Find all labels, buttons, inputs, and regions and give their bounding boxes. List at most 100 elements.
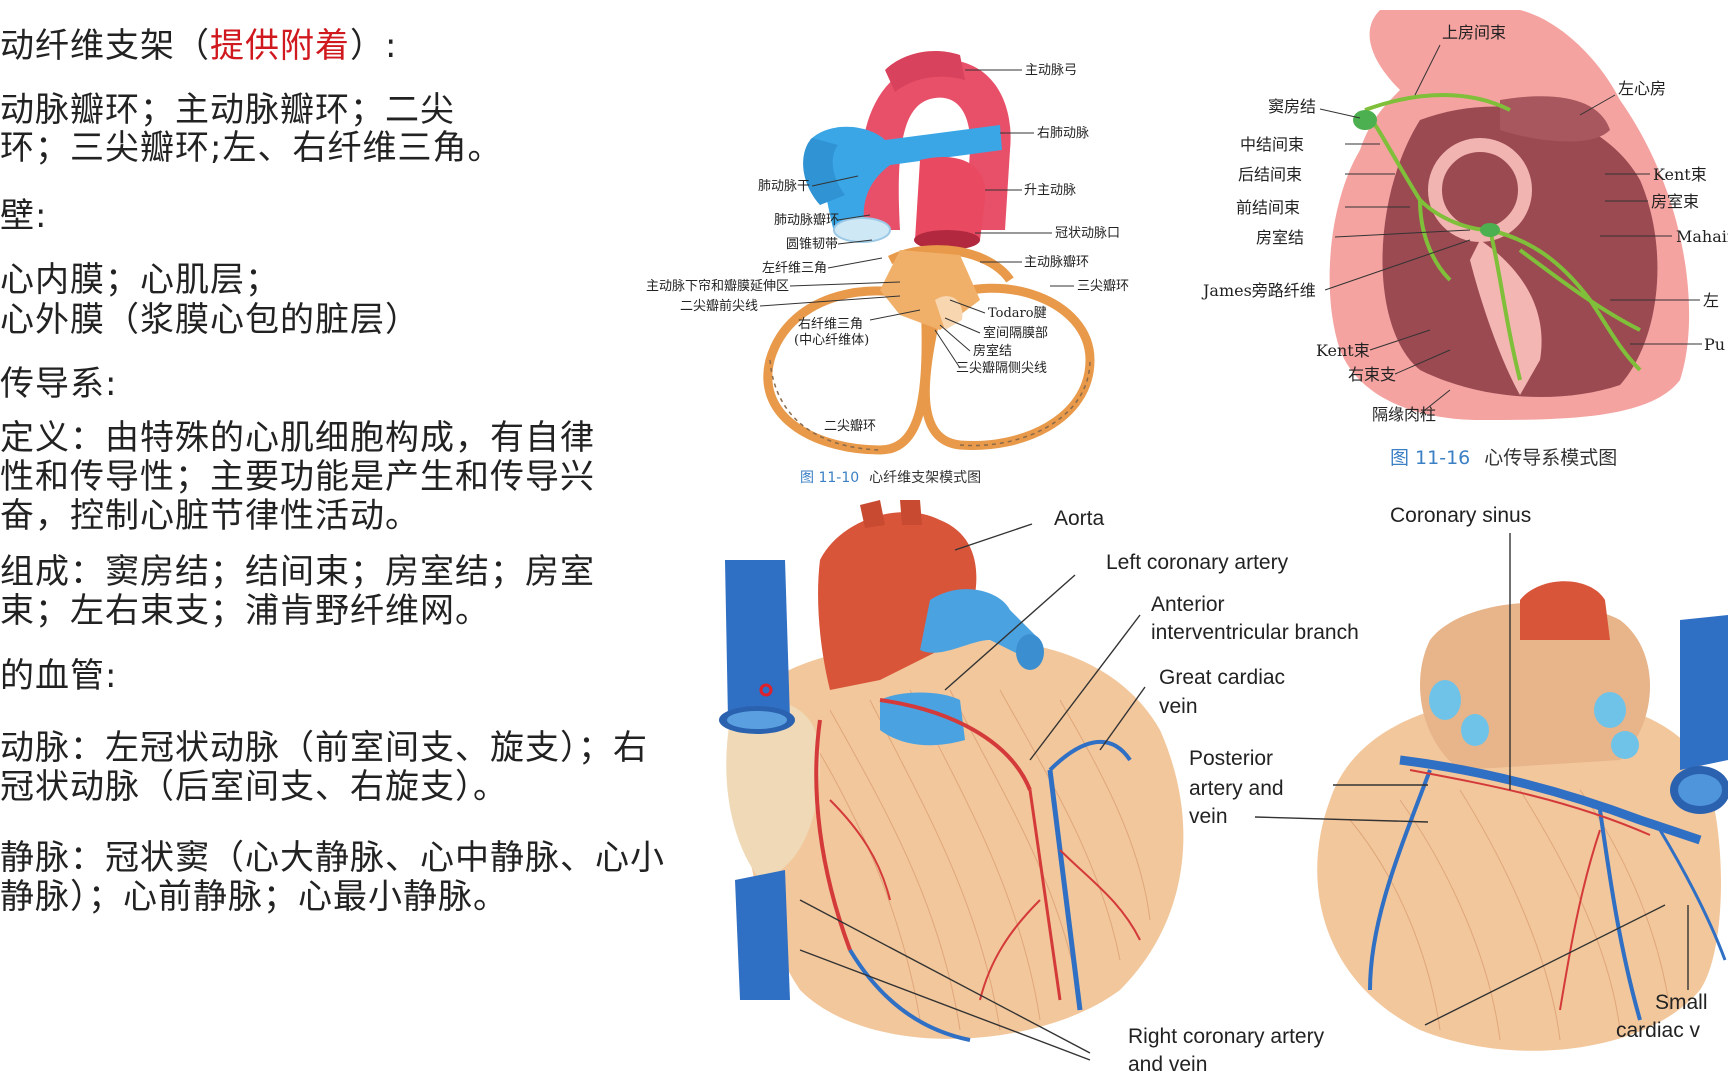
text-line-9: 性和传导性；主要功能是产生和传导兴 <box>0 457 595 497</box>
label-mitral-annulus: 二尖瓣环 <box>824 419 876 434</box>
aorta-branch-1 <box>860 500 885 528</box>
aortic-arch-shade <box>885 50 965 92</box>
svc-lumen <box>727 711 787 729</box>
posterior-svc <box>1680 615 1728 770</box>
label-sa-node: 窦房结 <box>1268 97 1316 116</box>
label-mitral-anterior-line: 二尖瓣前尖线 <box>680 298 758 314</box>
label-posterior: Posterior <box>1189 747 1273 770</box>
label-coronary-sinus: Coronary sinus <box>1390 504 1531 527</box>
fig1-caption-number: 图 11-10 <box>800 470 859 486</box>
text-line-12: 束；左右束支；浦肯野纤维网。 <box>0 591 490 631</box>
fibrous-trigones <box>880 250 980 330</box>
fig2-caption: 图 11-16 心传导系模式图 <box>1390 447 1617 469</box>
label-anterior: Anterior <box>1151 593 1225 616</box>
valve-cusp-lines <box>769 359 1091 451</box>
label-posterior-vein: vein <box>1189 805 1228 828</box>
label-left-atrium: 左心房 <box>1618 79 1666 98</box>
anterior-heart-body <box>743 640 1184 1039</box>
label-septomarginal-trabecula: 隔缘肉柱 <box>1372 405 1436 424</box>
label-left-fibrous-trigone: 左纤维三角 <box>762 261 827 276</box>
label-right-fibrous-trigone: 右纤维三角 <box>798 317 863 332</box>
coronary-vessels-figure: Aorta Left coronary artery Anterior inte… <box>719 500 1728 1076</box>
fig2-caption-text: 心传导系模式图 <box>1484 447 1617 469</box>
label-mahaim: Mahaim <box>1676 227 1728 246</box>
text-line-6: 心外膜（浆膜心包的脏层） <box>0 300 420 340</box>
superior-vena-cava <box>725 560 790 720</box>
label-tricuspid-annulus: 三尖瓣环 <box>1077 279 1129 294</box>
label-small-cardiac-vein: cardiac v <box>1616 1019 1701 1042</box>
label-av-node-2: 房室结 <box>1256 228 1304 247</box>
label-av-node: 房室结 <box>973 343 1012 359</box>
fig1-caption-text: 心纤维支架模式图 <box>869 470 981 486</box>
fig1-leader-lines <box>759 69 1074 369</box>
fossa-ovalis <box>1428 138 1532 242</box>
conduction-system-figure: 上房间束 左心房 窦房结 中结间束 后结间束 前结间束 房室结 James旁路纤… <box>1201 10 1728 469</box>
text-line-11: 组成：窦房结；结间束；房室结；房室 <box>0 552 595 592</box>
highlight-text: 提供附着 <box>210 26 350 66</box>
label-conus-ligament: 圆锥韧带 <box>786 237 838 252</box>
label-kent-bundle-left: Kent束 <box>1316 341 1370 360</box>
right-atrium <box>726 700 820 880</box>
label-kent-bundle-right: Kent束 <box>1653 165 1707 184</box>
anterior-coronary-vessels <box>814 698 1141 1042</box>
fibrous-skeleton-figure: 主动脉弓 右肺动脉 升主动脉 冠状动脉口 主动脉瓣环 三尖瓣环 Todaro腱 … <box>646 50 1129 486</box>
text-line-10: 奋，控制心脏节律性活动。 <box>0 496 420 536</box>
text-line-14: 动脉：左冠状动脉（前室间支、旋支）；右 <box>0 728 648 768</box>
text-line-17: 静脉）；心前静脉；心最小静脉。 <box>0 877 508 917</box>
label-right-pulmonary-artery: 右肺动脉 <box>1037 126 1089 141</box>
aortic-orifice <box>914 230 980 250</box>
text-line-7: 传导系: <box>0 364 118 404</box>
text-line-1-part-a: 动纤维支架（ <box>0 26 210 66</box>
label-purkinje: Pu <box>1704 335 1725 354</box>
label-tricuspid-septal-line: 三尖瓣隔侧尖线 <box>956 361 1047 376</box>
text-line-5: 心内膜；心肌层； <box>0 260 280 300</box>
label-aortic-arch: 主动脉弓 <box>1025 63 1077 78</box>
label-posterior-internodal: 后结间束 <box>1238 165 1302 184</box>
text-line-4: 壁: <box>0 196 48 236</box>
label-left-branch: 左 <box>1703 291 1719 310</box>
pulmonary-trunk-shape <box>810 125 1002 235</box>
text-line-1: 动纤维支架（提供附着）: <box>0 24 397 68</box>
fig3-leader-lines <box>799 523 1689 1061</box>
ascending-aorta-shape <box>915 156 986 248</box>
text-line-8: 定义：由特殊的心肌细胞构成，有自律 <box>0 418 595 458</box>
left-atrium-interior <box>1500 96 1610 142</box>
inferior-vena-cava <box>735 870 790 1000</box>
text-line-13: 的血管: <box>0 656 118 696</box>
label-artery-and: artery and <box>1189 777 1284 800</box>
label-subaortic-curtain: 主动脉下帘和瓣膜延伸区 <box>646 278 789 294</box>
posterior-coronary-vessels <box>1368 755 1727 1021</box>
pulmonary-vein-stub <box>1016 634 1044 670</box>
label-coronary-orifice: 冠状动脉口 <box>1055 226 1120 241</box>
label-interventricular-branch: interventricular branch <box>1151 621 1359 644</box>
label-great-cardiac: Great cardiac <box>1159 666 1285 689</box>
label-and-vein: and vein <box>1128 1053 1207 1076</box>
cursor-marker <box>759 683 773 697</box>
label-left-coronary-artery: Left coronary artery <box>1106 551 1289 574</box>
conduction-pathways <box>1363 93 1642 381</box>
label-middle-internodal: 中结间束 <box>1240 135 1304 154</box>
text-line-15: 冠状动脉（后室间支、右旋支）。 <box>0 767 508 807</box>
label-membranous-septum: 室间隔膜部 <box>983 325 1048 341</box>
label-right-bundle-branch: 右束支 <box>1348 365 1396 384</box>
posterior-aorta <box>1520 581 1610 640</box>
label-pulmonary-trunk: 肺动脉干 <box>758 179 810 194</box>
fig2-leader-lines <box>1319 44 1702 415</box>
aorta-branch-2 <box>900 500 922 525</box>
atrioventricular-node <box>1480 223 1500 237</box>
label-ascending-aorta: 升主动脉 <box>1024 183 1076 198</box>
label-bachmann-bundle: 上房间束 <box>1442 23 1506 42</box>
label-aortic-annulus: 主动脉瓣环 <box>1024 255 1089 270</box>
posterior-ivc-lumen <box>1678 774 1722 806</box>
label-small: Small <box>1655 991 1708 1014</box>
label-todaro-tendon: Todaro腱 <box>988 306 1047 321</box>
pulmonary-artery-shape <box>920 589 1040 660</box>
text-line-3: 环；三尖瓣环;左、右纤维三角。 <box>0 128 503 168</box>
text-line-16: 静脉：冠状窦（心大静脉、心中静脉、心小 <box>0 838 665 878</box>
fig2-caption-number: 图 11-16 <box>1390 447 1470 469</box>
pulmonary-trunk-shade <box>803 138 845 205</box>
label-great-cardiac-vein: vein <box>1159 695 1198 718</box>
label-right-coronary-artery: Right coronary artery <box>1128 1025 1325 1048</box>
label-central-fibrous-body: (中心纤维体) <box>794 333 869 348</box>
